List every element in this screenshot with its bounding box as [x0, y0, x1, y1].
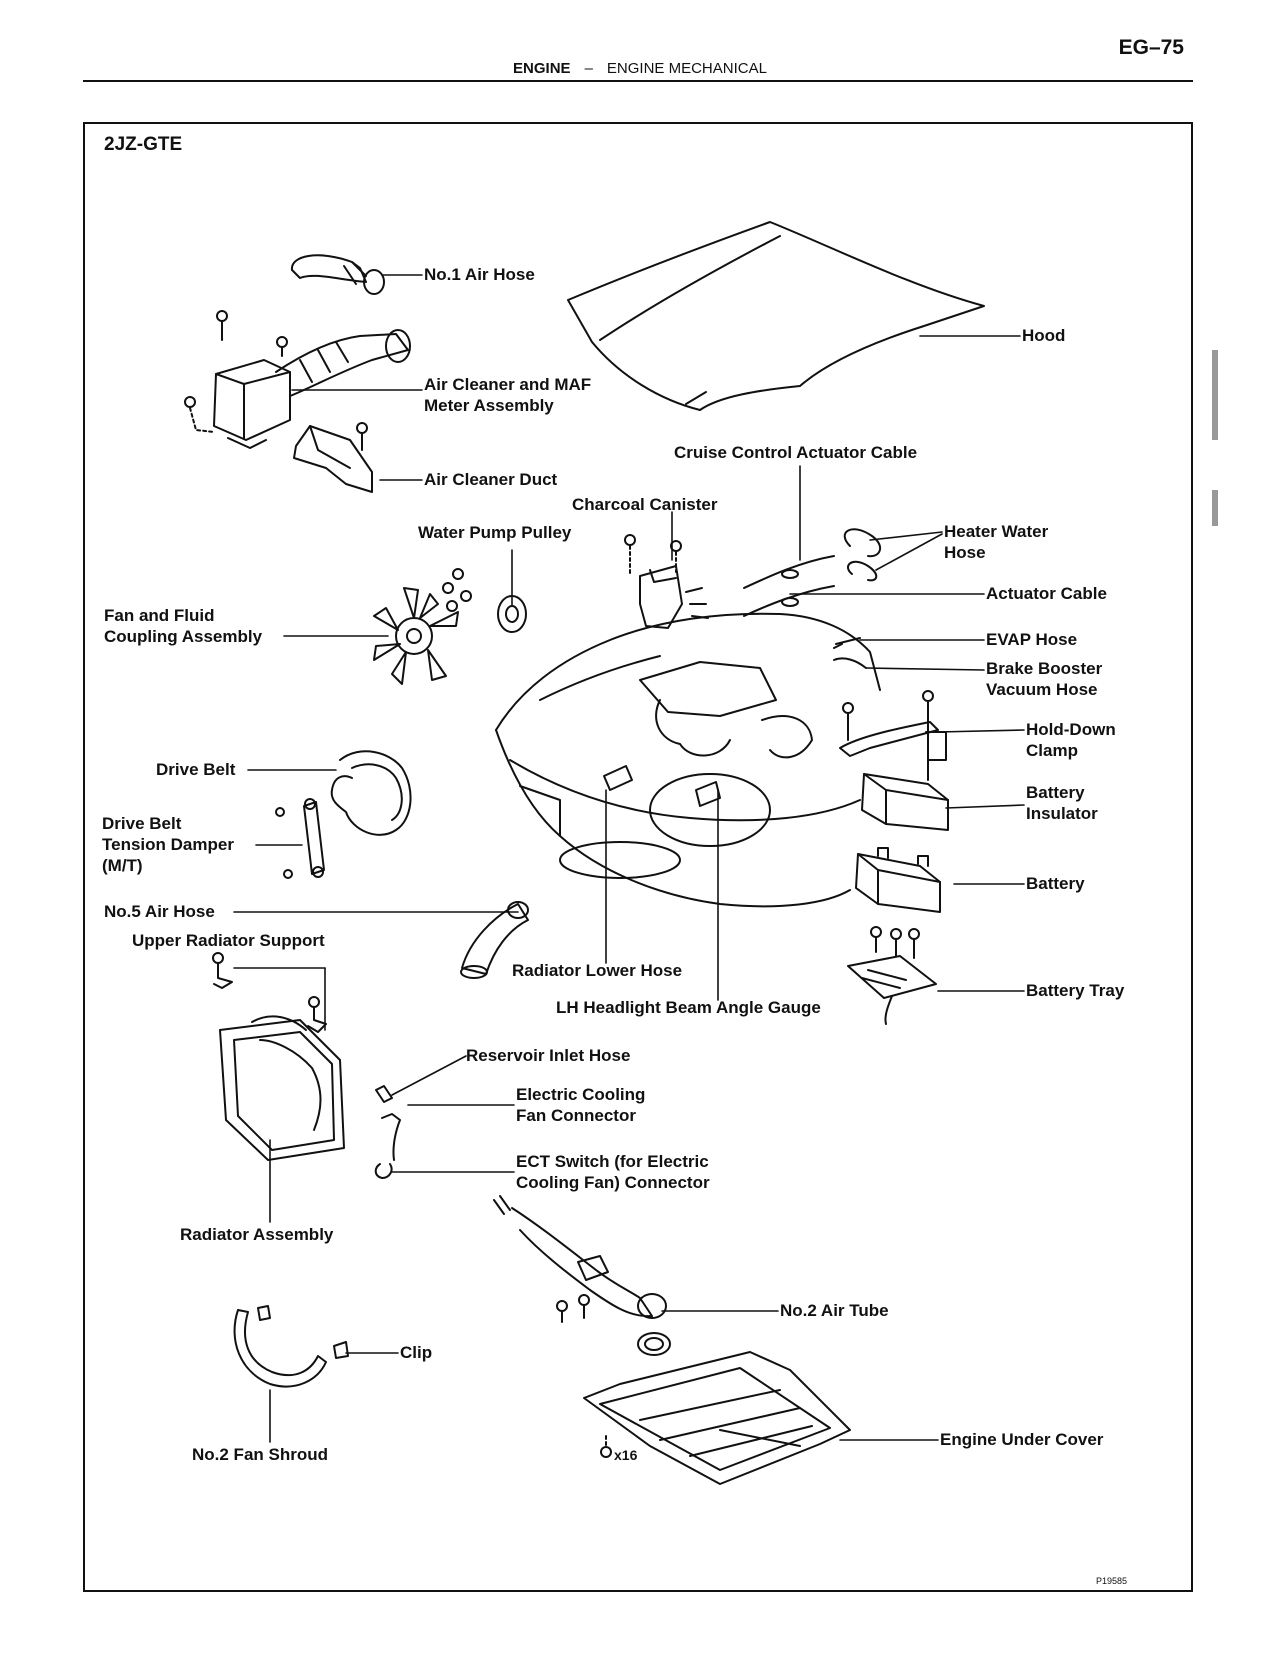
label-bolt-count: x16 — [614, 1447, 638, 1463]
label-brake-booster-hose: Brake Booster Vacuum Hose — [986, 659, 1103, 699]
diagram-frame — [83, 122, 1193, 1592]
vehicle-body-part — [495, 612, 881, 908]
figure-id: P19585 — [1096, 1576, 1128, 1586]
battery-insulator-part — [861, 773, 949, 831]
battery-tray-part — [847, 926, 937, 1025]
no5-air-hose-part — [460, 901, 529, 979]
header-rule — [83, 80, 1193, 82]
label-no1-air-hose: No.1 Air Hose — [424, 265, 535, 284]
engine-model-label: 2JZ-GTE — [104, 134, 183, 155]
label-fan-coupling: Fan and Fluid Coupling Assembly — [104, 606, 263, 646]
tension-damper-part — [275, 798, 325, 879]
no1-air-hose-part — [290, 254, 385, 295]
label-electric-fan-connector: Electric Cooling Fan Connector — [516, 1085, 646, 1125]
label-air-cleaner-duct: Air Cleaner Duct — [424, 470, 558, 489]
actuator-cables-part — [743, 555, 835, 617]
subsection-title: ENGINE MECHANICAL — [606, 60, 767, 77]
radiator-part — [219, 1015, 345, 1161]
label-air-cleaner-maf: Air Cleaner and MAF Meter Assembly — [424, 375, 592, 415]
heater-hose-part — [843, 528, 882, 582]
engine-under-cover-part — [583, 1351, 851, 1485]
label-no2-fan-shroud: No.2 Fan Shroud — [192, 1445, 328, 1464]
page-edge-marks — [1212, 350, 1218, 526]
fan-and-pulley-part — [373, 568, 527, 685]
label-evap-hose: EVAP Hose — [986, 630, 1078, 649]
label-drive-belt: Drive Belt — [156, 760, 236, 779]
upper-radiator-support-part — [212, 952, 327, 1033]
hood-part — [567, 221, 985, 411]
label-heater-water-hose: Heater Water Hose — [944, 522, 1049, 562]
label-engine-under-cover: Engine Under Cover — [940, 1430, 1104, 1449]
air-cleaner-duct-part — [293, 422, 373, 493]
label-upper-radiator-support: Upper Radiator Support — [132, 931, 325, 950]
fan-shroud-part — [233, 1305, 349, 1388]
evap-brake-hoses-part — [833, 637, 867, 669]
label-charcoal-canister: Charcoal Canister — [572, 495, 718, 514]
label-cruise-control-cable: Cruise Control Actuator Cable — [674, 443, 918, 462]
label-radiator-lower-hose: Radiator Lower Hose — [512, 961, 683, 980]
section-title: ENGINE — [513, 60, 571, 77]
running-header: ENGINE–ENGINE MECHANICAL — [0, 60, 1280, 77]
label-ect-switch-connector: ECT Switch (for Electric Cooling Fan) Co… — [516, 1152, 710, 1192]
label-reservoir-inlet-hose: Reservoir Inlet Hose — [466, 1046, 631, 1065]
charcoal-canister-part — [624, 534, 709, 629]
drive-belt-part — [330, 750, 412, 836]
label-battery-tray: Battery Tray — [1026, 981, 1125, 1000]
battery-part — [855, 847, 941, 913]
label-hold-down-clamp: Hold-Down Clamp — [1026, 720, 1116, 760]
label-no2-air-tube: No.2 Air Tube — [780, 1301, 889, 1320]
header-separator: – — [584, 60, 593, 77]
label-tension-damper: Drive Belt Tension Damper (M/T) — [102, 814, 234, 875]
page-code: EG–75 — [1118, 36, 1184, 59]
label-radiator-assembly: Radiator Assembly — [180, 1225, 334, 1244]
no2-air-tube-part — [493, 1195, 671, 1356]
label-battery: Battery — [1026, 874, 1085, 893]
label-water-pump-pulley: Water Pump Pulley — [418, 523, 572, 542]
label-actuator-cable: Actuator Cable — [986, 584, 1107, 603]
label-battery-insulator: Battery Insulator — [1026, 783, 1098, 823]
connectors-part — [374, 1085, 401, 1179]
label-no5-air-hose: No.5 Air Hose — [104, 902, 215, 921]
label-hood: Hood — [1022, 326, 1066, 345]
air-cleaner-part — [184, 310, 411, 449]
label-headlight-gauge: LH Headlight Beam Angle Gauge — [556, 998, 821, 1017]
label-clip: Clip — [400, 1343, 433, 1362]
hold-down-clamp-part — [839, 690, 947, 781]
